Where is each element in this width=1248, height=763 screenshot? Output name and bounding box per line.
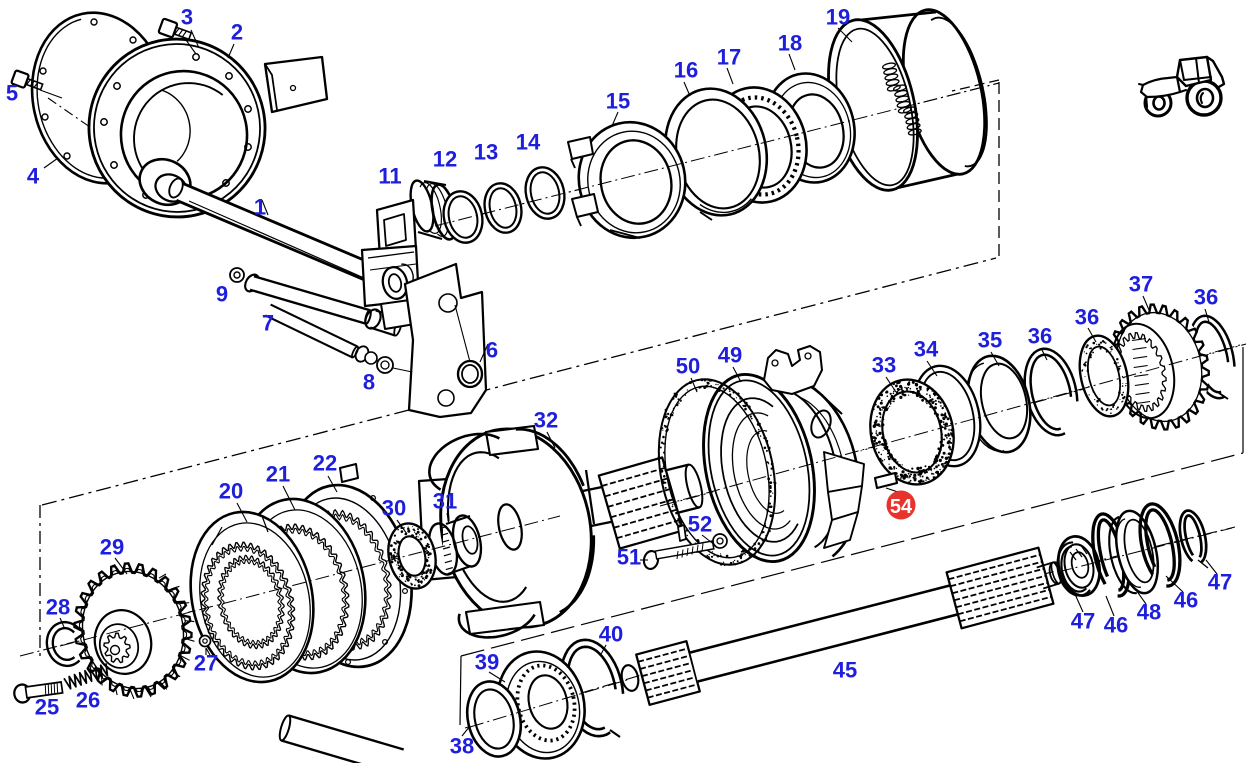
svg-text:32: 32 — [534, 408, 558, 433]
svg-text:36: 36 — [1028, 324, 1052, 349]
svg-text:9: 9 — [216, 282, 228, 307]
svg-text:18: 18 — [778, 31, 802, 56]
svg-text:13: 13 — [474, 140, 498, 165]
svg-text:46: 46 — [1174, 588, 1198, 613]
svg-text:12: 12 — [433, 147, 457, 172]
svg-text:39: 39 — [475, 650, 499, 675]
svg-text:19: 19 — [826, 5, 850, 30]
svg-text:50: 50 — [676, 354, 700, 379]
svg-text:31: 31 — [433, 489, 457, 514]
svg-text:26: 26 — [76, 688, 100, 713]
svg-text:11: 11 — [378, 164, 401, 189]
svg-text:34: 34 — [914, 337, 939, 362]
svg-text:36: 36 — [1075, 305, 1099, 330]
svg-text:36: 36 — [1194, 285, 1218, 310]
svg-text:54: 54 — [890, 496, 913, 518]
svg-text:7: 7 — [262, 311, 274, 336]
svg-text:3: 3 — [181, 5, 193, 30]
svg-text:17: 17 — [717, 45, 741, 70]
svg-text:16: 16 — [674, 58, 698, 83]
svg-text:22: 22 — [313, 451, 337, 476]
svg-text:46: 46 — [1104, 613, 1128, 638]
svg-text:33: 33 — [872, 353, 896, 378]
svg-text:45: 45 — [833, 658, 857, 683]
svg-text:35: 35 — [978, 328, 1002, 353]
svg-text:25: 25 — [35, 695, 59, 720]
svg-text:14: 14 — [516, 130, 541, 155]
svg-text:48: 48 — [1137, 600, 1161, 625]
svg-text:20: 20 — [219, 479, 243, 504]
svg-text:2: 2 — [231, 20, 243, 45]
svg-text:47: 47 — [1208, 570, 1232, 595]
svg-text:51: 51 — [617, 545, 641, 570]
svg-text:37: 37 — [1129, 272, 1153, 297]
svg-text:49: 49 — [718, 343, 742, 368]
svg-text:5: 5 — [6, 81, 18, 106]
svg-text:40: 40 — [599, 622, 623, 647]
svg-text:21: 21 — [266, 462, 290, 487]
svg-text:47: 47 — [1071, 609, 1095, 634]
svg-text:30: 30 — [382, 496, 406, 521]
svg-text:6: 6 — [486, 338, 498, 363]
svg-text:38: 38 — [450, 734, 474, 759]
svg-text:27: 27 — [194, 651, 218, 676]
svg-text:52: 52 — [688, 512, 712, 537]
svg-text:28: 28 — [46, 595, 70, 620]
svg-text:4: 4 — [27, 164, 40, 189]
svg-text:8: 8 — [363, 370, 375, 395]
svg-text:15: 15 — [606, 89, 630, 114]
svg-text:29: 29 — [100, 535, 124, 560]
svg-text:1: 1 — [254, 195, 266, 220]
